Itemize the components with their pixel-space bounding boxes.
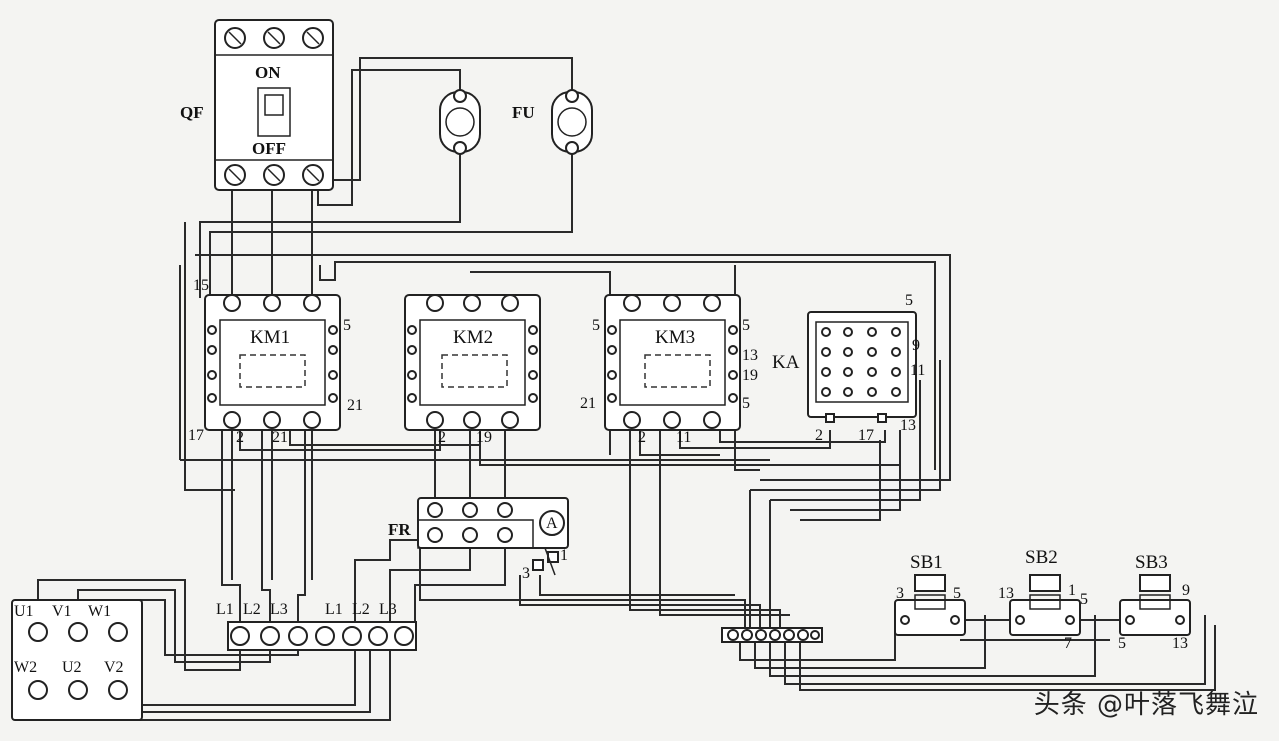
wire-number: 15 bbox=[193, 277, 209, 294]
motor-label-v1: V1 bbox=[52, 603, 72, 620]
wire-number: 7 bbox=[1064, 635, 1072, 652]
motor-label-w2: W2 bbox=[14, 659, 37, 676]
wire-number: 2 bbox=[815, 427, 823, 444]
wiring bbox=[37, 57, 1216, 721]
wire-number: 11 bbox=[676, 429, 691, 446]
wire-number: 9 bbox=[912, 337, 920, 354]
motor-label-u1: U1 bbox=[14, 603, 34, 620]
breaker-qf bbox=[214, 19, 334, 191]
wire-number: 5 bbox=[343, 317, 351, 334]
label-fu: FU bbox=[512, 103, 535, 122]
wire-number: 19 bbox=[476, 429, 492, 446]
tb-label-l3a: L3 bbox=[270, 601, 288, 618]
label-ammeter: A bbox=[546, 515, 558, 532]
label-sb3: SB3 bbox=[1135, 552, 1168, 573]
relay-ka bbox=[807, 311, 917, 423]
wire-number: 21 bbox=[347, 397, 363, 414]
label-on: ON bbox=[255, 63, 281, 82]
wire-number: 5 bbox=[1080, 591, 1088, 608]
contactor-km2 bbox=[404, 294, 541, 431]
wire-number: 5 bbox=[742, 395, 750, 412]
wire-number: 1 bbox=[1068, 582, 1076, 599]
label-qf: QF bbox=[180, 103, 204, 122]
contactor-km1 bbox=[204, 294, 341, 431]
wire-number: 13 bbox=[1172, 635, 1188, 652]
motor-terminal-box bbox=[11, 599, 143, 721]
label-sb2: SB2 bbox=[1025, 547, 1058, 568]
wire-number: 19 bbox=[742, 367, 758, 384]
label-ka: KA bbox=[772, 352, 800, 373]
main-terminal-block bbox=[227, 621, 417, 651]
wire-number: 17 bbox=[858, 427, 874, 444]
motor-label-v2: V2 bbox=[104, 659, 124, 676]
wire-number: 5 bbox=[592, 317, 600, 334]
contactor-km3 bbox=[604, 294, 741, 431]
wire-number: 3 bbox=[522, 565, 530, 582]
tb-label-l1a: L1 bbox=[216, 601, 234, 618]
wire-number: 2 bbox=[236, 429, 244, 446]
label-off: OFF bbox=[252, 139, 286, 158]
wire-number: 13 bbox=[742, 347, 758, 364]
wire-number: 11 bbox=[910, 362, 925, 379]
wire-number: 5 bbox=[905, 292, 913, 309]
control-terminal-block bbox=[721, 627, 823, 643]
button-sb2 bbox=[1009, 574, 1081, 636]
fuse-2 bbox=[551, 89, 593, 155]
tb-label-l2b: L2 bbox=[352, 601, 370, 618]
wire-number: 21 bbox=[580, 395, 596, 412]
wire-number: 13 bbox=[900, 417, 916, 434]
motor-terminal-labels: U1 V1 W1 W2 U2 V2 bbox=[14, 603, 124, 676]
ammeter bbox=[539, 510, 565, 536]
terminal-block-labels: L1 L2 L3 L1 L2 L3 bbox=[216, 601, 397, 618]
wire-number: 17 bbox=[188, 427, 204, 444]
device-labels: QF ON OFF FU KM1 KM2 KM3 KA FR A SB1 SB2… bbox=[180, 63, 1168, 573]
label-km3: KM3 bbox=[655, 327, 695, 348]
wire-number: 2 bbox=[438, 429, 446, 446]
wire-number: 2 bbox=[638, 429, 646, 446]
wire-numbers: 15 5 21 17 2 21 2 19 5 5 13 19 5 21 2 11… bbox=[188, 277, 1190, 652]
wire-number: 13 bbox=[998, 585, 1014, 602]
wire-number: 1 bbox=[560, 547, 568, 564]
watermark-text: 头条 @叶落飞舞泣 bbox=[1033, 690, 1259, 720]
tb-label-l3b: L3 bbox=[379, 601, 397, 618]
wire-number: 5 bbox=[742, 317, 750, 334]
button-sb1 bbox=[894, 574, 966, 636]
label-fr: FR bbox=[388, 520, 411, 539]
tb-label-l1b: L1 bbox=[325, 601, 343, 618]
wire-number: 5 bbox=[953, 585, 961, 602]
label-sb1: SB1 bbox=[910, 552, 943, 573]
wire-number: 9 bbox=[1182, 582, 1190, 599]
label-km2: KM2 bbox=[453, 327, 493, 348]
wire-number: 5 bbox=[1118, 635, 1126, 652]
label-km1: KM1 bbox=[250, 327, 290, 348]
motor-label-u2: U2 bbox=[62, 659, 82, 676]
tb-label-l2a: L2 bbox=[243, 601, 261, 618]
fuse-1 bbox=[439, 89, 481, 155]
wire-number: 21 bbox=[272, 429, 288, 446]
wire-number: 3 bbox=[896, 585, 904, 602]
thermal-relay-fr bbox=[417, 497, 569, 576]
button-sb3 bbox=[1119, 574, 1191, 636]
motor-label-w1: W1 bbox=[88, 603, 111, 620]
